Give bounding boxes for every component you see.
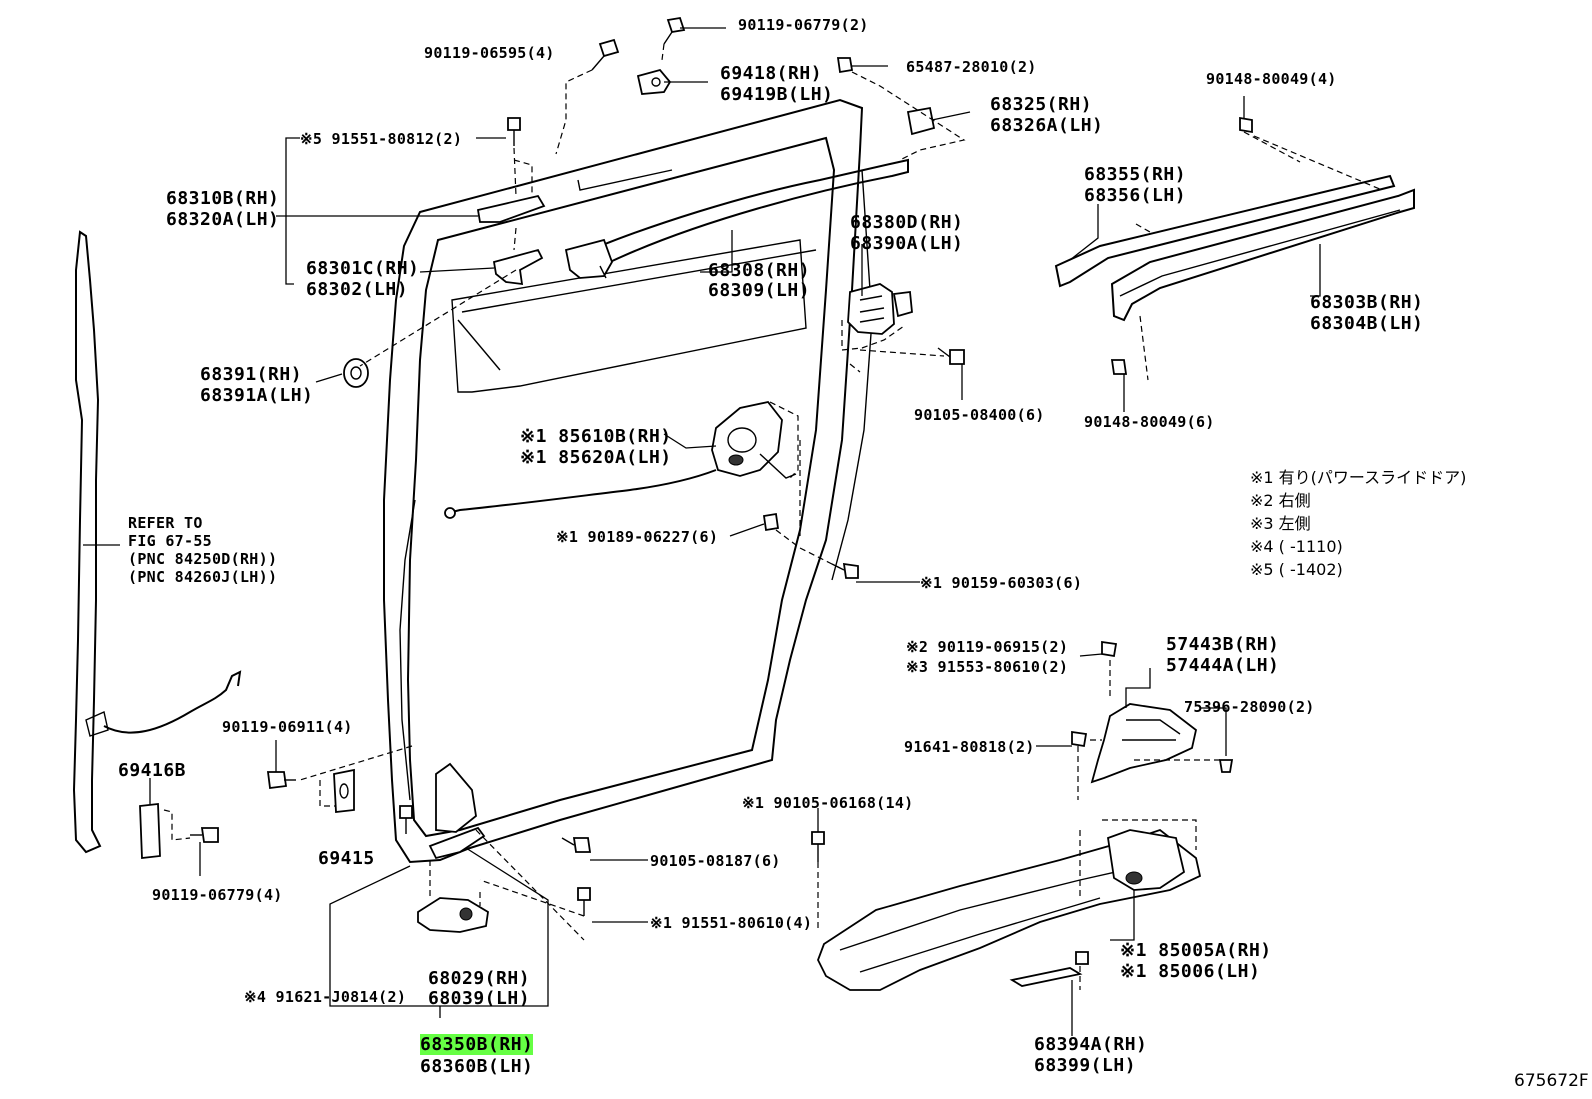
label-90148-top: 90148-80049(4) [1206, 70, 1337, 88]
label-90119-06779-top: 90119-06779(2) [738, 16, 869, 34]
clip-illustrations [139, 68, 936, 860]
label-68302: 68302(LH) [306, 279, 409, 300]
label-90105-06168: ※1 90105-06168(14) [742, 794, 914, 812]
weatherstrip-illustration [72, 230, 242, 854]
refer-note: REFER TO FIG 67-55 (PNC 84250D(RH)) (PNC… [128, 514, 277, 586]
label-85620a: ※1 85620A(LH) [520, 447, 672, 468]
label-90119-06595: 90119-06595(4) [424, 44, 555, 62]
label-69416b: 69416B [118, 760, 187, 781]
lower-arm-illustration [817, 819, 1202, 991]
label-57444a: 57444A(LH) [1166, 655, 1280, 676]
label-68039: 68039(LH) [428, 988, 531, 1009]
lower-bracket-illustration [329, 762, 585, 1018]
label-68310b: 68310B(RH) [166, 188, 280, 209]
label-68391a: 68391A(LH) [200, 385, 314, 406]
label-69415: 69415 [318, 848, 375, 869]
upper-rail-illustration [564, 158, 909, 279]
label-68356: 68356(LH) [1084, 185, 1187, 206]
label-90148-bottom: 90148-80049(6) [1084, 413, 1215, 431]
leader-lines [149, 27, 1321, 1036]
label-68394a: 68394A(RH) [1034, 1034, 1148, 1055]
label-69418: 69418(RH) [720, 63, 823, 84]
note-5: ※5 ( -1402) [1250, 560, 1343, 579]
refer-line-2: FIG 67-55 [128, 532, 212, 550]
label-85610b: ※1 85610B(RH) [520, 426, 672, 447]
label-68320a: 68320A(LH) [166, 209, 280, 230]
refer-line-3: (PNC 84250D(RH)) [128, 550, 278, 568]
label-90119-06779-bottom: 90119-06779(4) [152, 886, 283, 904]
label-90189: ※1 90189-06227(6) [556, 528, 719, 546]
label-68391: 68391(RH) [200, 364, 303, 385]
bolt-illustrations [190, 16, 1253, 965]
cover-illustration [1090, 660, 1220, 784]
lower-rail-illustration [1054, 135, 1415, 381]
label-90119-06911: 90119-06911(4) [222, 718, 353, 736]
label-91641: 91641-80818(2) [904, 738, 1035, 756]
label-68350b-highlighted[interactable]: 68350B(RH) [420, 1034, 534, 1055]
note-2: ※2 右側 [1250, 491, 1311, 510]
power-slide-motor-illustration [444, 401, 801, 540]
note-1: ※1 有り(パワースライドドア) [1250, 468, 1467, 487]
label-69419b: 69419B(LH) [720, 84, 834, 105]
label-90105-08400: 90105-08400(6) [914, 406, 1045, 424]
door-frame-illustration [383, 98, 873, 864]
note-3: ※3 左側 [1250, 514, 1311, 533]
label-85005a: ※1 85005A(RH) [1120, 940, 1272, 961]
label-68325: 68325(RH) [990, 94, 1093, 115]
label-68309: 68309(LH) [708, 280, 811, 301]
label-68308: 68308(RH) [708, 260, 811, 281]
label-90119-06915: ※2 90119-06915(2) [906, 638, 1069, 656]
label-68304b: 68304B(LH) [1310, 313, 1424, 334]
label-68301c: 68301C(RH) [306, 258, 420, 279]
label-91621: ※4 91621-J0814(2) [244, 988, 407, 1006]
label-75396: 75396-28090(2) [1184, 698, 1315, 716]
notes-legend: ※1 有り(パワースライドドア) ※2 右側 ※3 左側 ※4 ( -1110)… [1250, 466, 1466, 581]
upper-roller-illustration [476, 147, 546, 286]
label-68303b: 68303B(RH) [1310, 292, 1424, 313]
label-68399: 68399(LH) [1034, 1055, 1137, 1076]
label-90105-08187: 90105-08187(6) [650, 852, 781, 870]
figure-id: 675672F [1514, 1071, 1589, 1091]
label-91551-80812: ※5 91551-80812(2) [300, 130, 463, 148]
note-4: ※4 ( -1110) [1250, 537, 1343, 556]
label-68390a: 68390A(LH) [850, 233, 964, 254]
label-68029: 68029(RH) [428, 968, 531, 989]
label-91551-80610: ※1 91551-80610(4) [650, 914, 813, 932]
label-68380d: 68380D(RH) [850, 212, 964, 233]
label-65487: 65487-28010(2) [906, 58, 1037, 76]
label-68360b: 68360B(LH) [420, 1056, 534, 1077]
label-68355: 68355(RH) [1084, 164, 1187, 185]
dashed-lines [163, 43, 1301, 990]
refer-line-4: (PNC 84260J(LH)) [128, 568, 278, 586]
label-68326a: 68326A(LH) [990, 115, 1104, 136]
label-85006: ※1 85006(LH) [1120, 961, 1261, 982]
refer-line-1: REFER TO [128, 514, 203, 532]
label-57443b: 57443B(RH) [1166, 634, 1280, 655]
center-hinge-illustration [841, 283, 913, 373]
label-91553: ※3 91553-80610(2) [906, 658, 1069, 676]
label-90159: ※1 90159-60303(6) [920, 574, 1083, 592]
